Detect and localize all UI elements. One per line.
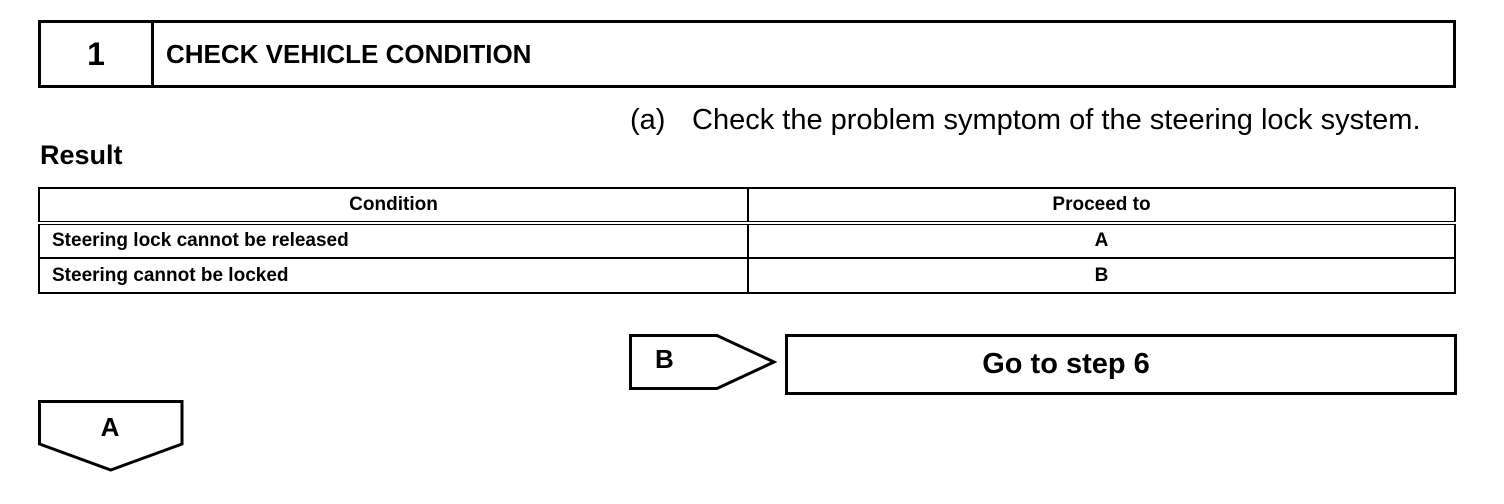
table-row: Steering cannot be locked B <box>38 257 1456 294</box>
result-table: Condition Proceed to Steering lock canno… <box>38 187 1456 294</box>
step-title: CHECK VEHICLE CONDITION <box>166 38 532 69</box>
column-header-condition: Condition <box>38 187 749 225</box>
instruction: (a) Check the problem symptom of the stee… <box>630 104 1421 137</box>
branch-b-arrow: B <box>629 334 777 390</box>
goto-step-box: Go to step 6 <box>785 334 1457 395</box>
result-heading: Result <box>40 140 123 170</box>
table-row: Steering lock cannot be released A <box>38 222 1456 259</box>
step-header: 1 CHECK VEHICLE CONDITION <box>38 20 1456 88</box>
column-header-proceed-to: Proceed to <box>747 187 1456 225</box>
branch-a-arrow: A <box>38 400 184 472</box>
condition-cell: Steering lock cannot be released <box>38 222 749 259</box>
branch-a-label: A <box>100 412 120 442</box>
instruction-marker: (a) <box>630 104 666 136</box>
goto-step-text: Go to step 6 <box>982 348 1150 380</box>
proceed-cell: B <box>747 257 1456 294</box>
branch-b-label: B <box>655 344 674 374</box>
instruction-text: Check the problem symptom of the steerin… <box>692 104 1421 136</box>
right-arrow-icon <box>629 334 777 390</box>
proceed-cell: A <box>747 222 1456 259</box>
down-arrow-icon <box>38 400 184 472</box>
condition-cell: Steering cannot be locked <box>38 257 749 294</box>
table-header-row: Condition Proceed to <box>38 187 1456 225</box>
step-number: 1 <box>41 23 154 85</box>
